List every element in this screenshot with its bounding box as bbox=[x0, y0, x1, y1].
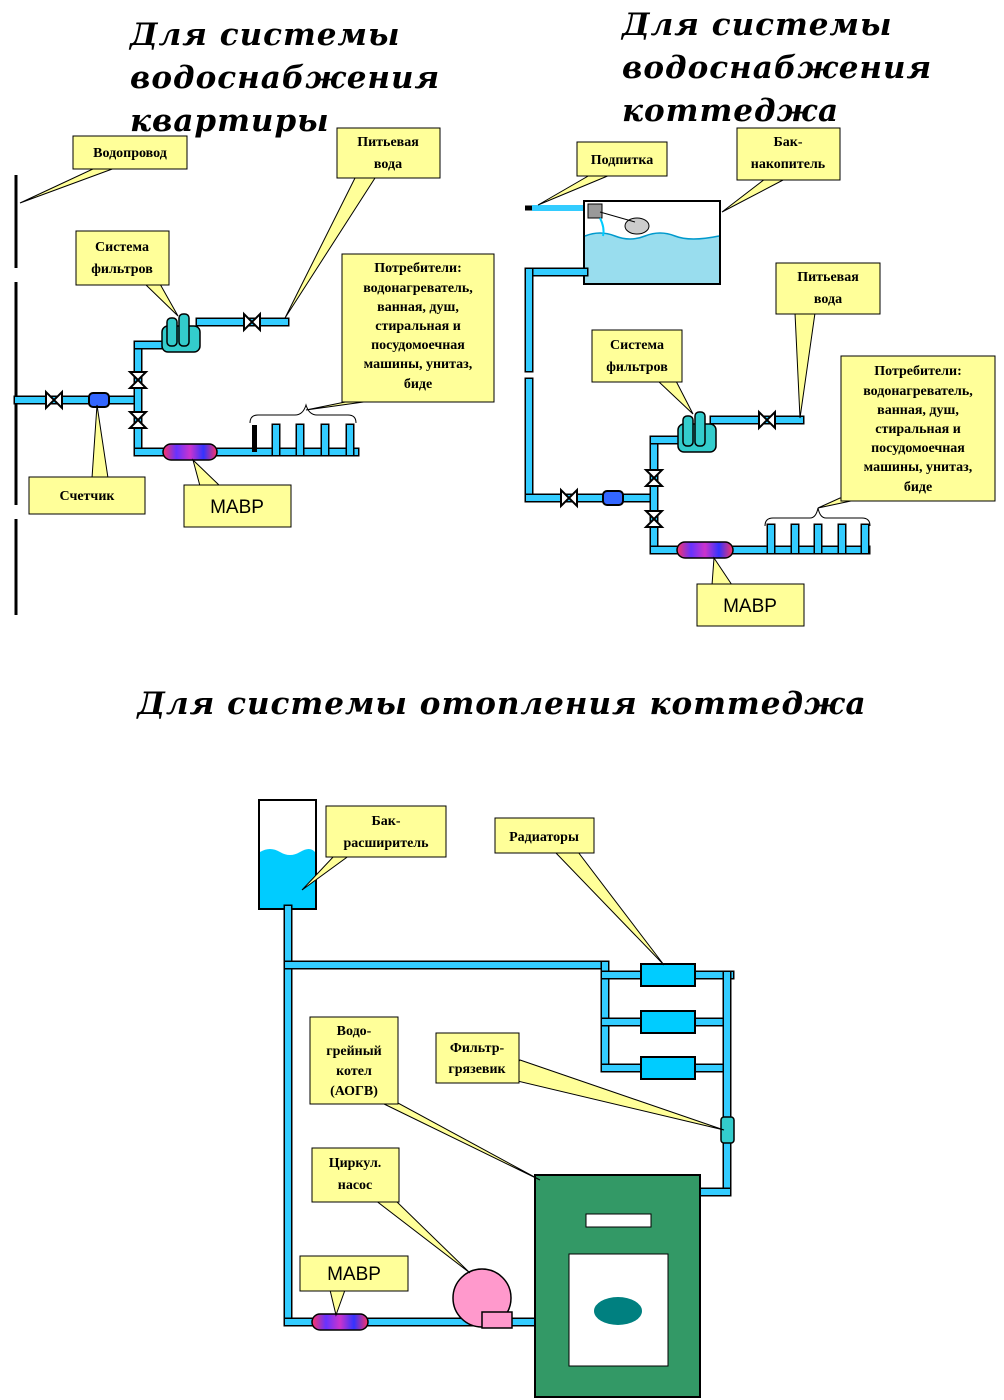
callout-mavr: МАВР bbox=[696, 556, 805, 627]
callout-mud-filter: Фильтр- грязевик bbox=[435, 1032, 725, 1131]
circulation-pump-icon bbox=[452, 1268, 513, 1329]
svg-text:Подпитка: Подпитка bbox=[591, 153, 653, 168]
svg-text:машины, унитаз,: машины, унитаз, bbox=[864, 460, 973, 475]
title-cottage-line3: коттеджа bbox=[622, 93, 839, 129]
valve-icon bbox=[643, 510, 665, 528]
svg-text:стиральная и: стиральная и bbox=[875, 422, 961, 437]
svg-text:Система: Система bbox=[610, 338, 664, 353]
svg-text:водонагреватель,: водонагреватель, bbox=[363, 281, 473, 296]
callout-pump: Циркул. насос bbox=[311, 1147, 471, 1274]
meter-icon bbox=[88, 392, 110, 408]
callout-filter-system: Система фильтров bbox=[75, 230, 179, 317]
callout-boiler: Водо- грейный котел (АОГВ) bbox=[309, 1016, 541, 1181]
title-heating: Для системы отопления коттеджа bbox=[135, 686, 866, 722]
svg-text:расширитель: расширитель bbox=[343, 836, 429, 851]
title-apartment-line1: Для системы bbox=[128, 17, 401, 53]
svg-text:биде: биде bbox=[404, 377, 432, 392]
mavr-device-icon bbox=[311, 1313, 369, 1331]
svg-text:МАВР: МАВР bbox=[327, 1264, 381, 1285]
valve-icon bbox=[758, 409, 776, 431]
svg-text:машины, унитаз,: машины, унитаз, bbox=[364, 357, 473, 372]
svg-text:Бак-: Бак- bbox=[774, 135, 803, 150]
title-apartment-line2: водоснабжения bbox=[130, 60, 440, 96]
callout-vodoprovod: Водопровод bbox=[19, 135, 188, 204]
apartment-diagram: Водопровод Питьевая вода Система фильтро… bbox=[13, 127, 495, 615]
storage-tank-icon bbox=[583, 200, 721, 285]
svg-text:МАВР: МАВР bbox=[210, 497, 264, 518]
svg-text:Питьевая: Питьевая bbox=[357, 135, 419, 150]
callout-consumers: Потребители: водонагреватель, ванная, ду… bbox=[305, 253, 495, 411]
svg-text:Бак-: Бак- bbox=[372, 814, 401, 829]
title-cottage-line1: Для системы bbox=[620, 7, 893, 43]
callout-drinking-water: Питьевая вода bbox=[775, 262, 881, 419]
valve-icon bbox=[243, 311, 261, 333]
meter-icon bbox=[602, 490, 624, 506]
valve-icon bbox=[560, 487, 578, 509]
callout-mavr: МАВР bbox=[299, 1255, 409, 1317]
svg-text:грязевик: грязевик bbox=[448, 1062, 506, 1077]
consumer-outlets bbox=[764, 507, 871, 555]
callout-drinking-water: Питьевая вода bbox=[284, 127, 441, 319]
callout-consumers: Потребители: водонагреватель, ванная, ду… bbox=[817, 355, 996, 509]
cottage-diagram: Подпитка Бак- накопитель Питьевая вода С… bbox=[524, 127, 996, 627]
callout-meter: Счетчик bbox=[28, 404, 146, 515]
radiator-icon bbox=[640, 1056, 696, 1080]
svg-text:Потребители:: Потребители: bbox=[374, 261, 462, 276]
callout-expansion-tank: Бак- расширитель bbox=[301, 805, 447, 891]
svg-text:посудомоечная: посудомоечная bbox=[371, 338, 465, 353]
callout-podpitka: Подпитка bbox=[537, 141, 668, 206]
callout-radiators: Радиаторы bbox=[494, 817, 665, 966]
svg-text:фильтров: фильтров bbox=[91, 262, 153, 277]
svg-text:грейный: грейный bbox=[326, 1044, 382, 1059]
svg-text:водонагреватель,: водонагреватель, bbox=[863, 384, 973, 399]
svg-text:насос: насос bbox=[338, 1178, 373, 1193]
valve-icon bbox=[45, 389, 63, 411]
svg-text:вода: вода bbox=[374, 157, 402, 172]
svg-text:вода: вода bbox=[814, 292, 842, 307]
svg-text:Питьевая: Питьевая bbox=[797, 270, 859, 285]
valve-icon bbox=[127, 411, 149, 429]
svg-text:фильтров: фильтров bbox=[606, 360, 668, 375]
svg-text:Счетчик: Счетчик bbox=[60, 489, 116, 504]
filter-system-icon bbox=[161, 313, 201, 353]
svg-text:Фильтр-: Фильтр- bbox=[450, 1041, 505, 1056]
valve-icon bbox=[127, 371, 149, 389]
svg-text:Циркул.: Циркул. bbox=[329, 1156, 382, 1171]
valve-icon bbox=[643, 469, 665, 487]
svg-text:Водо-: Водо- bbox=[337, 1024, 372, 1039]
svg-text:ванная, душ,: ванная, душ, bbox=[377, 300, 459, 315]
svg-text:Радиаторы: Радиаторы bbox=[509, 830, 579, 845]
heating-diagram: Бак- расширитель Радиаторы Водо- грейный… bbox=[258, 799, 735, 1398]
svg-text:накопитель: накопитель bbox=[751, 157, 826, 172]
mud-filter-icon bbox=[720, 1116, 735, 1144]
expansion-tank-icon bbox=[258, 799, 317, 910]
callout-storage-tank: Бак- накопитель bbox=[721, 127, 841, 213]
svg-text:МАВР: МАВР bbox=[723, 596, 777, 617]
filter-system-icon bbox=[677, 411, 717, 453]
svg-text:котел: котел bbox=[336, 1064, 372, 1079]
mavr-device-icon bbox=[162, 443, 218, 461]
svg-text:Система: Система bbox=[95, 240, 149, 255]
title-cottage-line2: водоснабжения bbox=[622, 50, 932, 86]
callout-filter-system: Система фильтров bbox=[591, 329, 694, 415]
radiator-icon bbox=[640, 1010, 696, 1034]
svg-text:(АОГВ): (АОГВ) bbox=[330, 1084, 378, 1099]
title-apartment-line3: квартиры bbox=[130, 103, 330, 139]
svg-text:Потребители:: Потребители: bbox=[874, 364, 962, 379]
consumer-outlets bbox=[249, 403, 357, 457]
radiator-icon bbox=[640, 963, 696, 987]
callout-mavr: МАВР bbox=[183, 458, 292, 528]
svg-text:стиральная и: стиральная и bbox=[375, 319, 461, 334]
svg-text:ванная, душ,: ванная, душ, bbox=[877, 403, 959, 418]
mavr-device-icon bbox=[676, 541, 734, 559]
boiler-icon bbox=[534, 1174, 701, 1398]
svg-text:посудомоечная: посудомоечная bbox=[871, 441, 965, 456]
svg-text:биде: биде bbox=[904, 480, 932, 495]
svg-text:Водопровод: Водопровод bbox=[93, 146, 167, 161]
